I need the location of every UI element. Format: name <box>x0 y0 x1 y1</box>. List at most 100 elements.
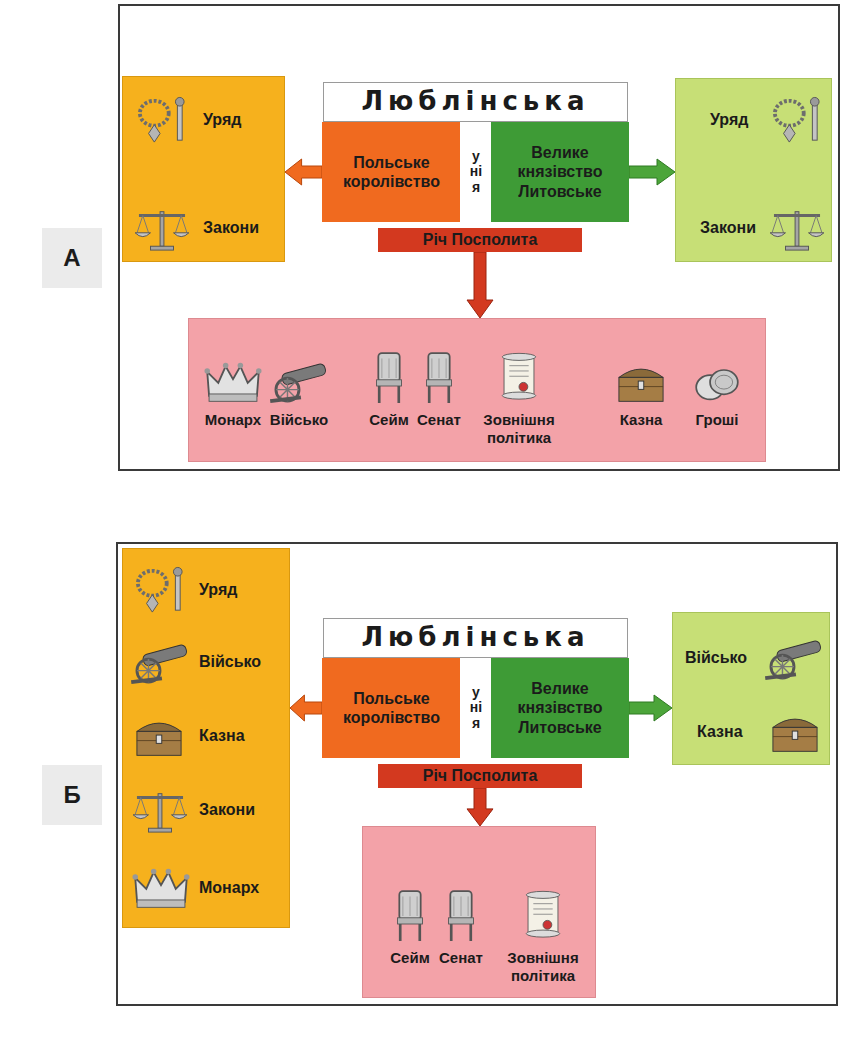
regalia-icon <box>129 566 191 614</box>
state-box: Польське королівство <box>322 122 461 222</box>
node-label: Уряд <box>710 111 748 128</box>
node-label: Зовнішня політика <box>507 949 578 984</box>
crown-drawing <box>131 865 191 911</box>
node-label: Уряд <box>199 581 237 598</box>
label-holder: Казна <box>697 723 743 741</box>
node-label: Сейм <box>390 949 430 966</box>
state-box: Велике князівство Литовське <box>491 122 629 222</box>
union-strip: унія <box>460 658 492 758</box>
block-arrow <box>467 788 493 826</box>
scroll-drawing <box>521 889 565 943</box>
coins-drawing <box>691 361 743 405</box>
node-label: Сенат <box>439 949 483 966</box>
label-holder: Монарх <box>187 411 279 429</box>
cannon-icon <box>268 357 330 405</box>
label-holder: Зовнішня політика <box>497 949 589 985</box>
block-arrow <box>290 695 322 721</box>
chest-icon <box>613 359 669 405</box>
node-label: Річ Посполита <box>423 230 538 249</box>
label-holder: Казна <box>595 411 687 429</box>
node-label: Польське королівство <box>326 689 457 727</box>
chair-icon <box>445 889 477 943</box>
node-label: унія <box>469 685 483 731</box>
crown-icon <box>131 865 191 911</box>
chest-drawing <box>613 359 669 405</box>
cannon-drawing <box>129 638 191 686</box>
powers-box: УрядЗакони <box>675 78 832 262</box>
powers-box: УрядВійськоКазнаЗакониМонарх <box>122 548 290 928</box>
scroll-icon <box>521 889 565 943</box>
union-strip: унія <box>460 122 492 222</box>
regalia-drawing <box>766 96 828 144</box>
state-band: Річ Посполита <box>378 228 582 252</box>
block-arrow <box>629 159 675 185</box>
state-box: Велике князівство Литовське <box>491 658 629 758</box>
common-box: МонархВійськоСеймСенатЗовнішня політикаК… <box>188 318 766 462</box>
cannon-icon <box>763 634 825 682</box>
node-label: Військо <box>685 649 747 666</box>
node-label: Монарх <box>205 411 261 428</box>
node-label: Люблінська <box>362 622 590 653</box>
node-label: Велике князівство Литовське <box>495 143 625 201</box>
label-holder: Військо <box>685 649 747 667</box>
label-holder: Сенат <box>393 411 485 429</box>
powers-box: ВійськоКазна <box>672 612 830 765</box>
node-label: Закони <box>199 801 255 818</box>
scales-drawing <box>133 204 191 252</box>
powers-box: УрядЗакони <box>122 76 285 262</box>
scales-icon <box>131 786 189 834</box>
chair-drawing <box>423 351 455 405</box>
chair-drawing <box>373 351 405 405</box>
crown-icon <box>203 359 263 405</box>
label-holder: Військо <box>199 653 261 671</box>
state-box: Польське королівство <box>322 658 461 758</box>
regalia-drawing <box>129 566 191 614</box>
node-label: Люблінська <box>362 86 590 117</box>
node-label: Б <box>63 781 80 810</box>
node-label: Сенат <box>417 411 461 428</box>
scales-icon <box>133 204 191 252</box>
chair-icon <box>373 351 405 405</box>
scroll-icon <box>497 351 541 405</box>
scales-icon <box>768 204 826 252</box>
coins-icon <box>691 361 743 405</box>
union-title: Люблінська <box>323 82 628 122</box>
chest-drawing <box>131 713 187 759</box>
panel-letter: А <box>42 228 102 288</box>
label-holder: Уряд <box>199 581 237 599</box>
chair-icon <box>394 889 426 943</box>
label-holder: Уряд <box>710 111 748 129</box>
node-label: унія <box>469 149 483 195</box>
scales-drawing <box>768 204 826 252</box>
node-label: Річ Посполита <box>423 766 538 785</box>
chair-icon <box>423 351 455 405</box>
cannon-drawing <box>268 357 330 405</box>
label-holder: Закони <box>203 219 259 237</box>
label-holder: Військо <box>253 411 345 429</box>
label-holder: Закони <box>199 801 255 819</box>
node-label: Військо <box>270 411 328 428</box>
block-arrow <box>285 159 322 185</box>
union-title: Люблінська <box>323 618 628 658</box>
node-label: А <box>63 244 80 273</box>
scroll-drawing <box>497 351 541 405</box>
label-holder: Уряд <box>203 111 241 129</box>
regalia-drawing <box>131 96 193 144</box>
regalia-icon <box>131 96 193 144</box>
node-label: Зовнішня політика <box>483 411 554 446</box>
cannon-icon <box>129 638 191 686</box>
label-holder: Сенат <box>415 949 507 967</box>
chest-icon <box>131 713 187 759</box>
node-label: Гроші <box>696 411 739 428</box>
node-label: Уряд <box>203 111 241 128</box>
node-label: Закони <box>203 219 259 236</box>
block-arrow <box>467 252 493 318</box>
chest-drawing <box>767 709 823 755</box>
label-holder: Закони <box>700 219 756 237</box>
label-holder: Монарх <box>199 879 259 897</box>
label-holder: Зовнішня політика <box>473 411 565 447</box>
panel-letter: Б <box>42 765 102 825</box>
common-box: Сейм Сенат Зовнішня політика <box>362 826 596 998</box>
regalia-icon <box>766 96 828 144</box>
